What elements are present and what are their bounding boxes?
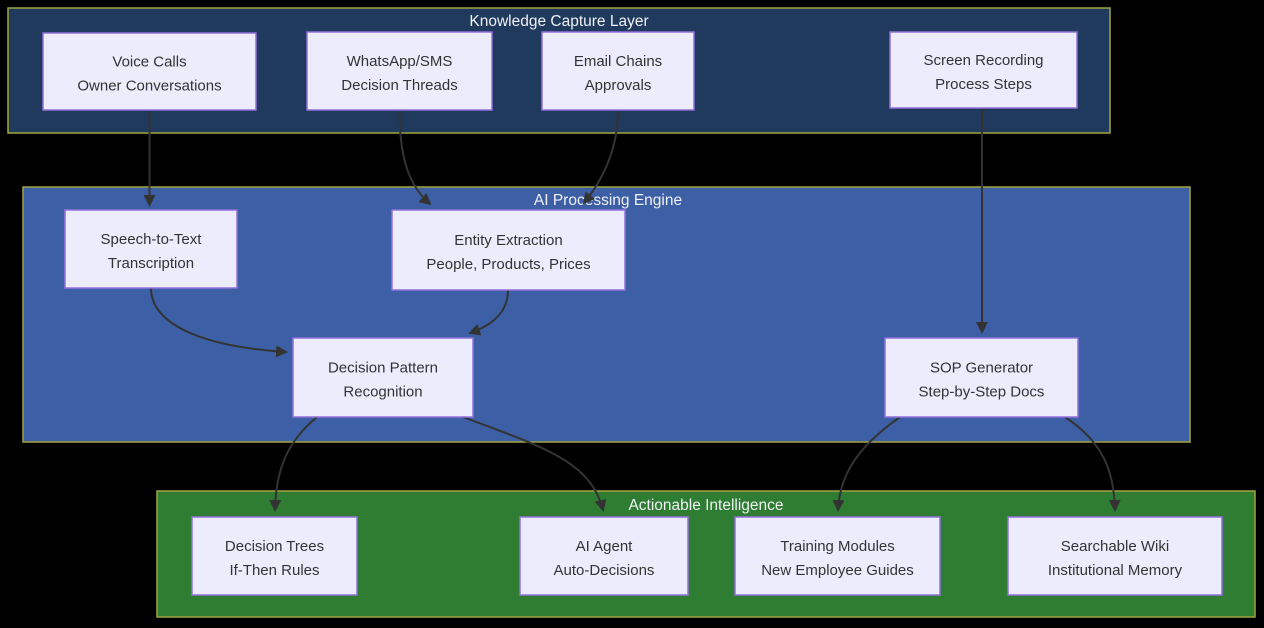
node-training-modules-line2: New Employee Guides bbox=[761, 562, 914, 579]
edge-sop-generator-to-training-modules bbox=[832, 416, 901, 512]
node-searchable-wiki-box bbox=[1007, 516, 1223, 596]
node-ai-agent: AI Agent Auto-Decisions bbox=[519, 516, 689, 596]
node-speech-to-text-line1: Speech-to-Text bbox=[101, 231, 203, 248]
node-entity-extraction: Entity Extraction People, Products, Pric… bbox=[391, 209, 626, 291]
node-decision-trees-line2: If-Then Rules bbox=[229, 562, 319, 579]
node-screen-recording: Screen Recording Process Steps bbox=[889, 31, 1078, 109]
node-decision-pattern-box bbox=[292, 337, 474, 418]
edge-decision-pattern-to-ai-agent bbox=[457, 414, 607, 512]
node-sop-generator: SOP Generator Step-by-Step Docs bbox=[884, 337, 1079, 418]
cluster-ai-processing-title: AI Processing Engine bbox=[534, 192, 682, 209]
edge-entity-extraction-to-decision-pattern bbox=[468, 289, 509, 336]
node-decision-trees-line1: Decision Trees bbox=[225, 538, 324, 555]
node-searchable-wiki: Searchable Wiki Institutional Memory bbox=[1007, 516, 1223, 596]
node-ai-agent-box bbox=[519, 516, 689, 596]
node-searchable-wiki-line1: Searchable Wiki bbox=[1061, 538, 1169, 555]
node-voice-calls-line2: Owner Conversations bbox=[77, 78, 221, 95]
node-email-chains: Email Chains Approvals bbox=[541, 31, 695, 111]
cluster-knowledge-capture-title: Knowledge Capture Layer bbox=[469, 13, 648, 30]
node-decision-pattern: Decision Pattern Recognition bbox=[292, 337, 474, 418]
node-searchable-wiki-line2: Institutional Memory bbox=[1048, 562, 1183, 579]
edges bbox=[143, 108, 1121, 512]
node-sop-generator-line2: Step-by-Step Docs bbox=[919, 384, 1045, 401]
node-email-chains-line2: Approvals bbox=[585, 77, 652, 94]
node-voice-calls-line1: Voice Calls bbox=[112, 54, 186, 71]
edge-whatsapp-sms-to-entity-extraction bbox=[398, 109, 432, 206]
node-email-chains-line1: Email Chains bbox=[574, 53, 662, 70]
node-screen-recording-line2: Process Steps bbox=[935, 76, 1032, 93]
node-speech-to-text-line2: Transcription bbox=[108, 255, 194, 272]
node-screen-recording-line1: Screen Recording bbox=[923, 52, 1043, 69]
node-entity-extraction-box bbox=[391, 209, 626, 291]
node-decision-trees-box bbox=[191, 516, 358, 596]
node-email-chains-box bbox=[541, 31, 695, 111]
node-voice-calls: Voice Calls Owner Conversations bbox=[42, 32, 257, 111]
edge-decision-pattern-to-decision-trees bbox=[269, 416, 318, 512]
node-whatsapp-sms-box bbox=[306, 31, 493, 111]
node-decision-trees: Decision Trees If-Then Rules bbox=[191, 516, 358, 596]
edge-speech-to-text-to-decision-pattern bbox=[150, 287, 288, 358]
edge-sop-generator-to-searchable-wiki bbox=[1064, 416, 1121, 512]
node-ai-agent-line1: AI Agent bbox=[576, 538, 634, 555]
node-speech-to-text: Speech-to-Text Transcription bbox=[64, 209, 238, 289]
node-entity-extraction-line2: People, Products, Prices bbox=[426, 256, 590, 273]
node-sop-generator-box bbox=[884, 337, 1079, 418]
node-voice-calls-box bbox=[42, 32, 257, 111]
node-decision-pattern-line1: Decision Pattern bbox=[328, 360, 438, 377]
node-training-modules: Training Modules New Employee Guides bbox=[734, 516, 941, 596]
node-decision-pattern-line2: Recognition bbox=[343, 384, 422, 401]
cluster-actionable-intelligence-title: Actionable Intelligence bbox=[628, 497, 783, 514]
node-training-modules-box bbox=[734, 516, 941, 596]
node-screen-recording-box bbox=[889, 31, 1078, 109]
node-ai-agent-line2: Auto-Decisions bbox=[554, 562, 655, 579]
node-whatsapp-sms-line2: Decision Threads bbox=[341, 77, 457, 94]
node-sop-generator-line1: SOP Generator bbox=[930, 360, 1033, 377]
node-training-modules-line1: Training Modules bbox=[780, 538, 895, 555]
node-speech-to-text-box bbox=[64, 209, 238, 289]
node-whatsapp-sms-line1: WhatsApp/SMS bbox=[347, 53, 453, 70]
edge-email-chains-to-entity-extraction bbox=[582, 109, 619, 205]
node-whatsapp-sms: WhatsApp/SMS Decision Threads bbox=[306, 31, 493, 111]
node-entity-extraction-line1: Entity Extraction bbox=[454, 232, 562, 249]
